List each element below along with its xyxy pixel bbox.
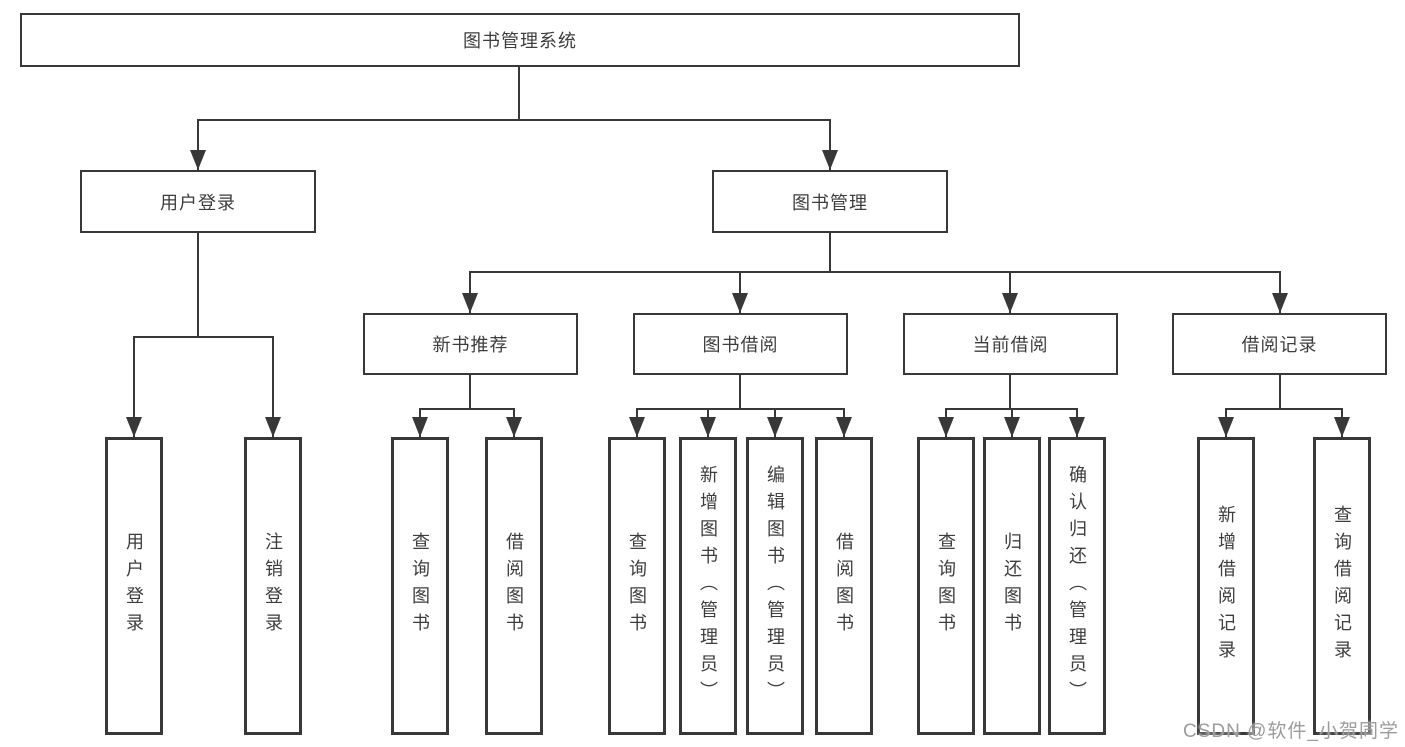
leaf-user-login-label: 用户登录 xyxy=(124,532,144,640)
node-borrow-record: 借阅记录 xyxy=(1172,313,1387,375)
arrow-down-icon xyxy=(732,293,748,313)
leaf-borrow-books-1: 借阅图书 xyxy=(485,437,543,735)
connector-line xyxy=(469,271,471,313)
node-user-login: 用户登录 xyxy=(80,170,316,233)
connector-line xyxy=(829,233,831,273)
node-borrow-record-label: 借阅记录 xyxy=(1241,335,1318,355)
arrow-down-icon xyxy=(265,417,281,437)
leaf-borrow-books-2-label: 借阅图书 xyxy=(834,532,854,640)
arrow-down-icon xyxy=(506,417,522,437)
leaf-borrow-books-2: 借阅图书 xyxy=(815,437,873,735)
connector-line xyxy=(1279,271,1281,313)
arrow-down-icon xyxy=(1334,417,1350,437)
node-user-login-label: 用户登录 xyxy=(160,192,236,213)
connector-line xyxy=(1009,374,1011,409)
arrow-down-icon xyxy=(126,417,142,437)
leaf-query-borrow-record: 查询借阅记录 xyxy=(1313,437,1371,735)
node-root: 图书管理系统 xyxy=(20,13,1020,67)
leaf-add-borrow-record: 新增借阅记录 xyxy=(1197,437,1255,735)
arrow-down-icon xyxy=(412,417,428,437)
leaf-logout-label: 注销登录 xyxy=(263,532,283,640)
connector-line xyxy=(518,67,520,120)
arrow-down-icon xyxy=(938,417,954,437)
leaf-add-book-admin: 新增图书（管理员） xyxy=(679,437,737,735)
connector-line xyxy=(419,408,515,410)
node-book-management: 图书管理 xyxy=(712,170,948,233)
connector-line xyxy=(469,271,1281,273)
leaf-query-books-3-label: 查询图书 xyxy=(936,532,956,640)
connector-line xyxy=(133,336,135,437)
connector-line xyxy=(197,119,199,170)
arrow-down-icon xyxy=(1272,293,1288,313)
node-new-book-recommend-label: 新书推荐 xyxy=(432,335,509,355)
csdn-watermark: CSDN @软件_小贺同学 xyxy=(1183,721,1399,742)
leaf-return-books-label: 归还图书 xyxy=(1002,532,1022,640)
node-root-label: 图书管理系统 xyxy=(463,31,577,51)
connector-line xyxy=(1225,408,1343,410)
leaf-confirm-return-admin-label: 确认归还（管理员） xyxy=(1067,464,1087,708)
connector-line xyxy=(197,119,831,121)
connector-line xyxy=(133,336,274,338)
connector-line xyxy=(1009,271,1011,313)
connector-line xyxy=(272,336,274,437)
arrow-down-icon xyxy=(1069,417,1085,437)
leaf-query-books-2: 查询图书 xyxy=(608,437,666,735)
connector-line xyxy=(1279,374,1281,409)
leaf-query-books-1-label: 查询图书 xyxy=(410,532,430,640)
node-book-borrow: 图书借阅 xyxy=(633,313,848,375)
arrow-down-icon xyxy=(767,417,783,437)
connector-line xyxy=(739,374,741,409)
arrow-down-icon xyxy=(822,150,838,170)
leaf-query-borrow-record-label: 查询借阅记录 xyxy=(1332,505,1352,667)
connector-line xyxy=(739,271,741,313)
leaf-logout: 注销登录 xyxy=(244,437,302,735)
leaf-add-book-admin-label: 新增图书（管理员） xyxy=(698,464,718,708)
arrow-down-icon xyxy=(1004,417,1020,437)
leaf-borrow-books-1-label: 借阅图书 xyxy=(504,532,524,640)
leaf-confirm-return-admin: 确认归还（管理员） xyxy=(1048,437,1106,735)
connector-line xyxy=(197,233,199,338)
leaf-user-login: 用户登录 xyxy=(105,437,163,735)
node-book-management-label: 图书管理 xyxy=(792,192,868,213)
arrow-down-icon xyxy=(629,417,645,437)
leaf-edit-book-admin-label: 编辑图书（管理员） xyxy=(765,464,785,708)
arrow-down-icon xyxy=(1218,417,1234,437)
node-current-borrow: 当前借阅 xyxy=(903,313,1118,375)
arrow-down-icon xyxy=(700,417,716,437)
arrow-down-icon xyxy=(462,293,478,313)
leaf-edit-book-admin: 编辑图书（管理员） xyxy=(746,437,804,735)
connector-line xyxy=(829,119,831,170)
leaf-query-books-3: 查询图书 xyxy=(917,437,975,735)
connector-line xyxy=(469,374,471,409)
arrow-down-icon xyxy=(1002,293,1018,313)
connector-line xyxy=(636,408,845,410)
arrow-down-icon xyxy=(190,150,206,170)
node-book-borrow-label: 图书借阅 xyxy=(702,335,779,355)
leaf-query-books-2-label: 查询图书 xyxy=(627,532,647,640)
leaf-add-borrow-record-label: 新增借阅记录 xyxy=(1216,505,1236,667)
node-current-borrow-label: 当前借阅 xyxy=(972,335,1049,355)
node-new-book-recommend: 新书推荐 xyxy=(363,313,578,375)
arrow-down-icon xyxy=(836,417,852,437)
leaf-query-books-1: 查询图书 xyxy=(391,437,449,735)
leaf-return-books: 归还图书 xyxy=(983,437,1041,735)
